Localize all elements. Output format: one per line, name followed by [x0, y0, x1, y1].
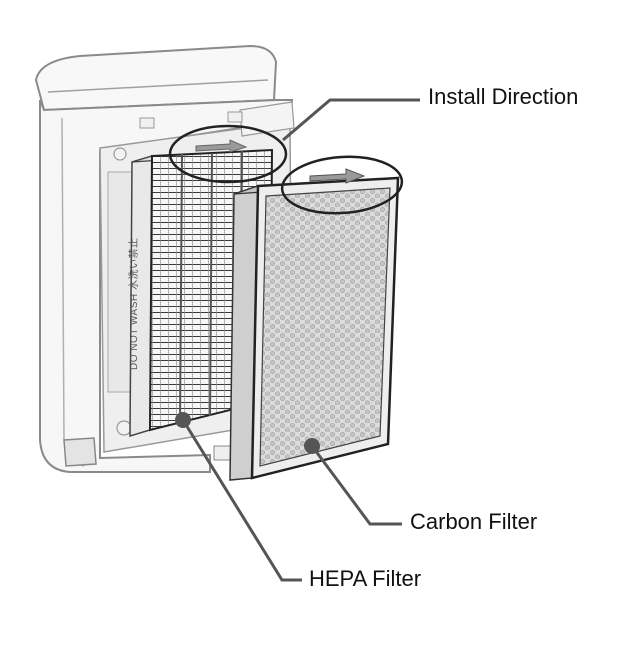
purifier-top-lid [34, 44, 278, 112]
carbon-filter-face [259, 187, 391, 467]
carbon-leader-dot [304, 438, 320, 454]
install-direction-leader [282, 98, 420, 142]
install-direction-label: Install Direction [428, 84, 579, 109]
carbon-filter-leader [310, 445, 402, 526]
hepa-rib-1 [179, 153, 183, 424]
hepa-direction-highlight [168, 124, 288, 184]
carbon-direction-arrow-icon [309, 168, 366, 184]
hepa-print-japanese: 水洗い禁止 [128, 238, 140, 291]
hepa-filter-label: HEPA Filter [309, 566, 422, 591]
carbon-filter [229, 168, 400, 481]
hepa-leader-dot [175, 412, 191, 428]
hepa-rib-2 [209, 152, 213, 417]
purifier-lid-rim [47, 79, 269, 93]
carbon-direction-highlight [280, 155, 404, 215]
carbon-filter-label: Carbon Filter [410, 509, 538, 534]
purifier-base-slot [63, 437, 97, 467]
hepa-print-english: DO NOT WASH [129, 293, 140, 370]
cavity-screw-top [113, 147, 127, 161]
top-tab-left [139, 117, 155, 129]
hepa-filter-leader [181, 419, 302, 582]
hepa-direction-arrow-icon [195, 139, 248, 153]
cavity-screw-bottom [116, 420, 132, 436]
top-tab-right [227, 111, 243, 123]
